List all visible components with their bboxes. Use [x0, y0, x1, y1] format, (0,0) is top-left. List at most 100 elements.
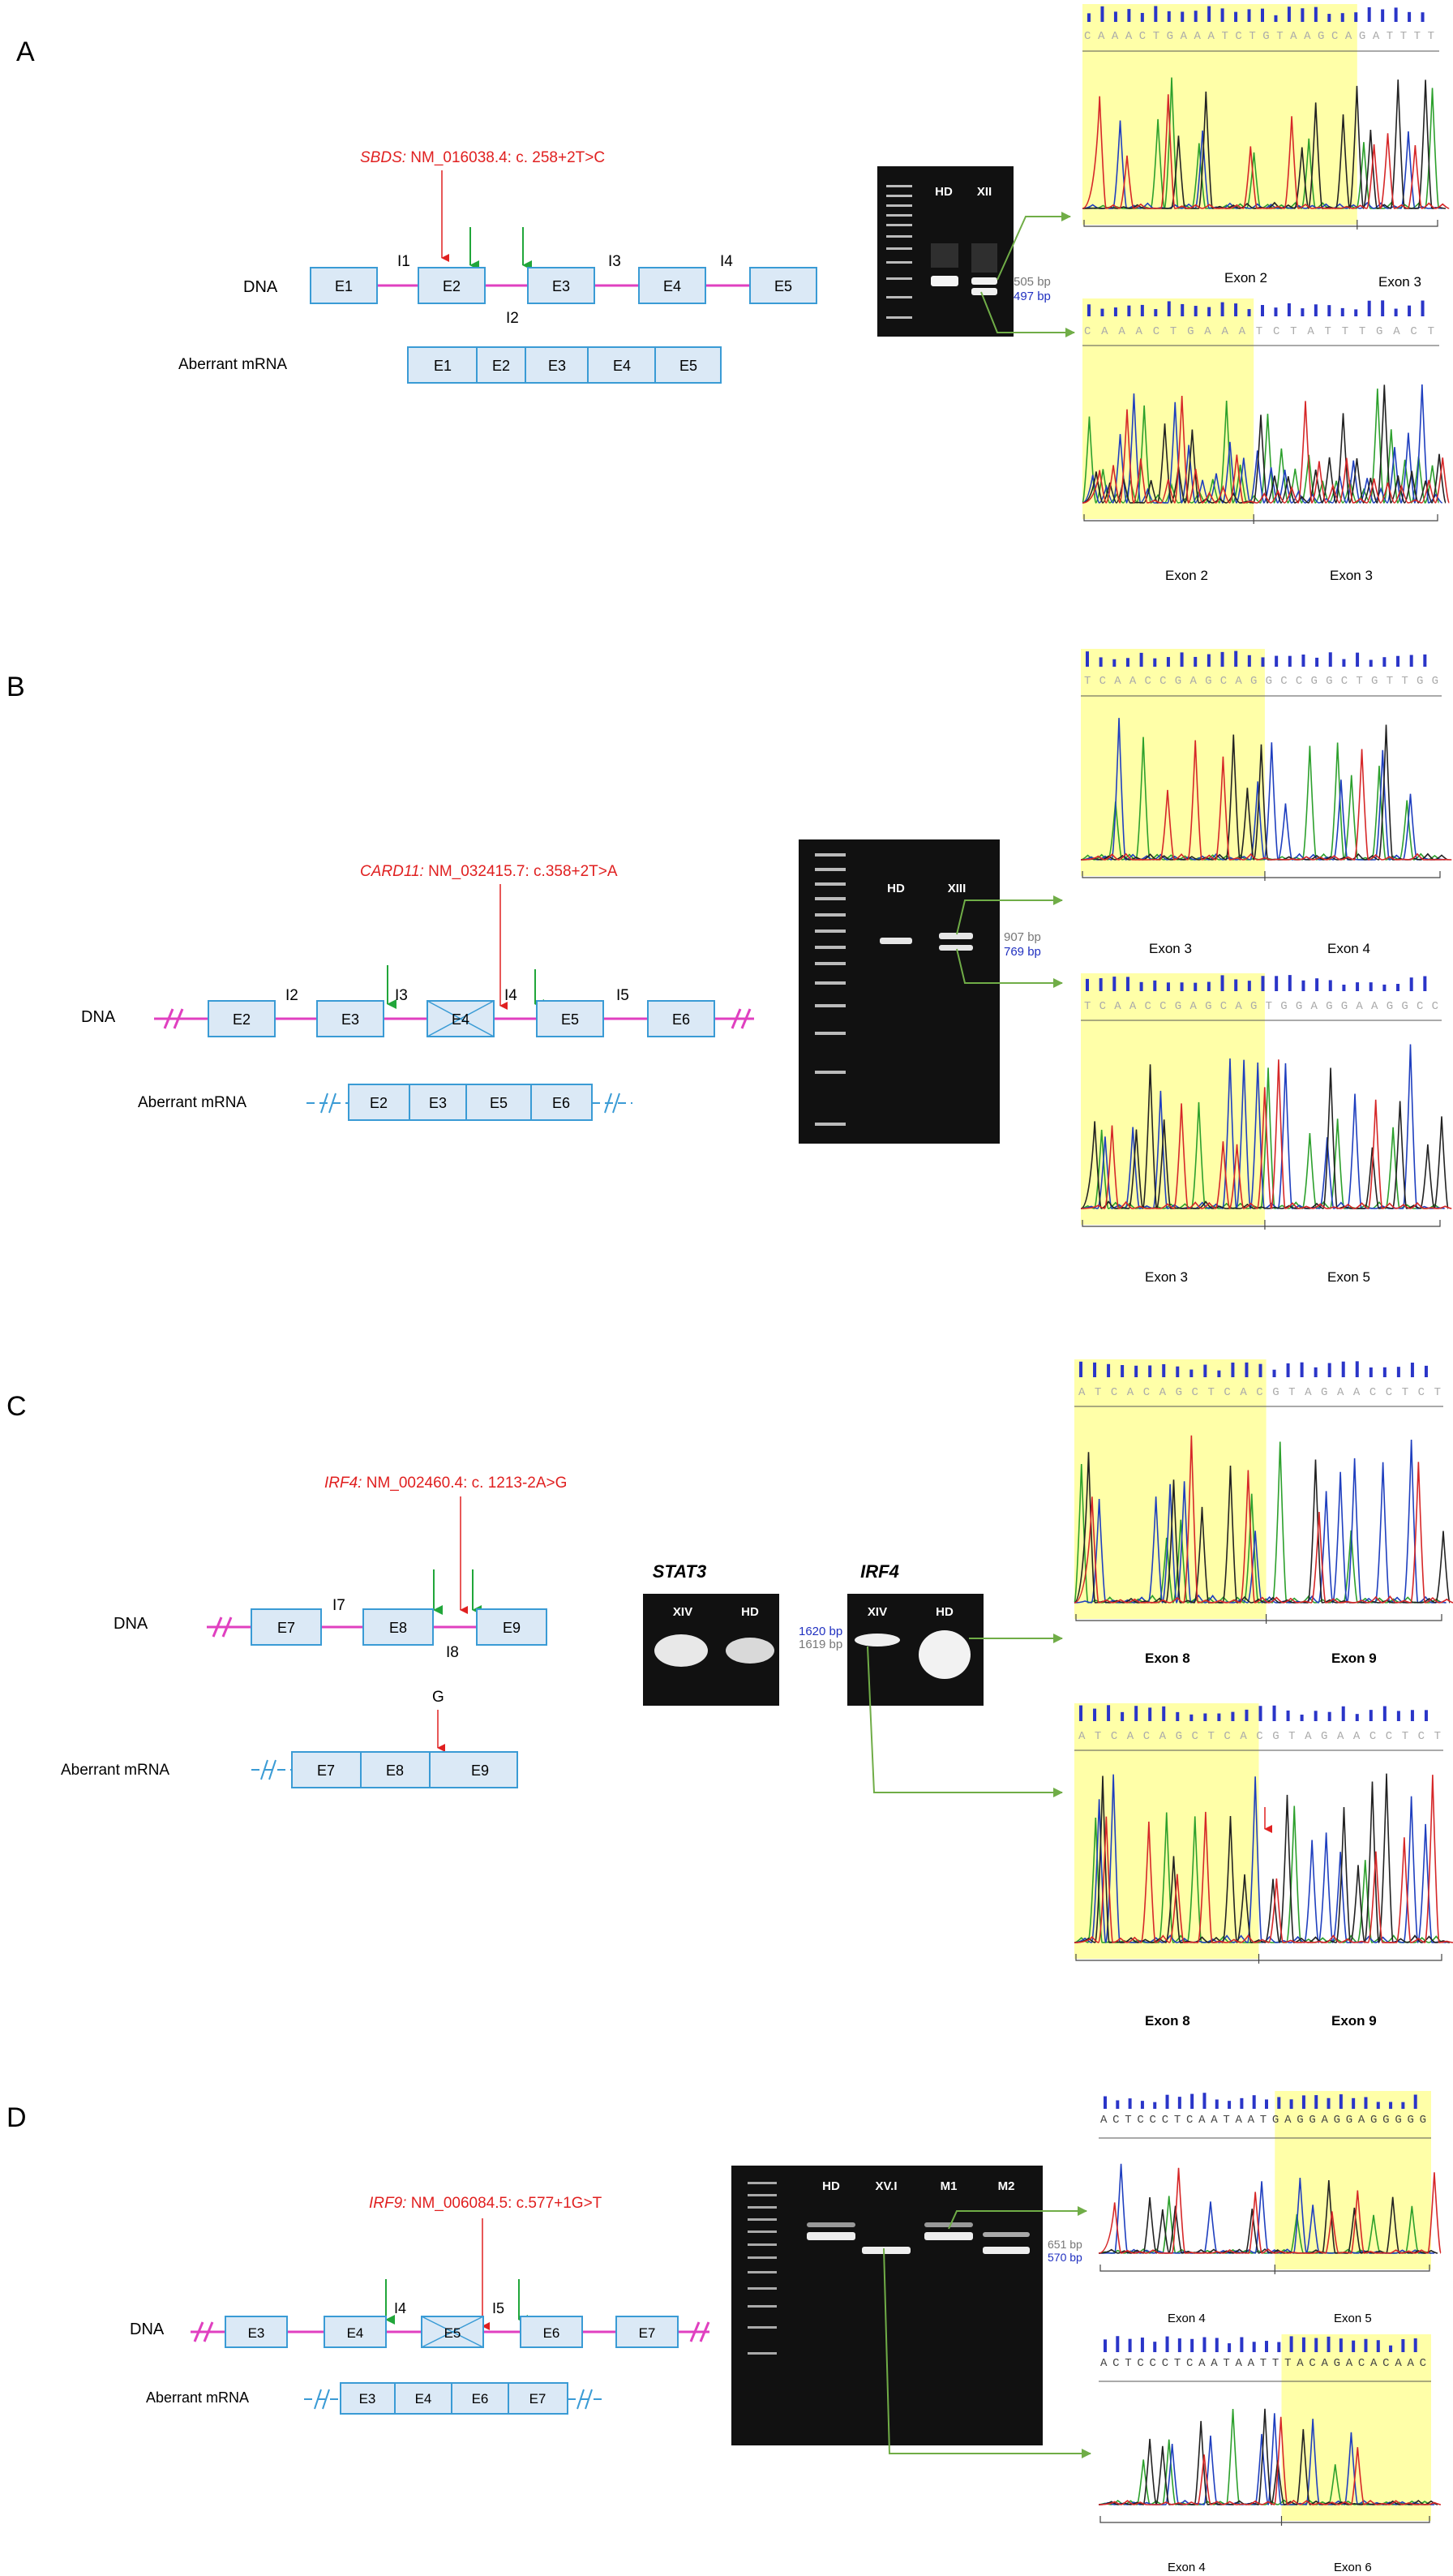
quality-bar — [1220, 651, 1224, 667]
quality-bar — [1207, 307, 1211, 316]
svg-text:HD: HD — [741, 1605, 759, 1619]
quality-bar — [1355, 1714, 1359, 1721]
dna-label: DNA — [243, 278, 278, 296]
exon-box: E1 — [310, 267, 378, 304]
quality-bar — [1340, 13, 1344, 22]
quality-bar — [1409, 977, 1413, 991]
quality-bar — [1265, 2341, 1268, 2352]
svg-text:E4: E4 — [613, 358, 631, 374]
chromatogram: TCAACCGAGCAGGCCGGCTGTTGG — [1080, 649, 1452, 881]
quality-bar — [1410, 1363, 1414, 1377]
quality-bar — [1207, 654, 1211, 667]
exon-box: E6 — [520, 2316, 583, 2348]
quality-bar — [1421, 12, 1425, 22]
quality-bar — [1153, 2102, 1157, 2109]
exon-label: Exon 2 — [1224, 270, 1267, 286]
quality-bar — [1079, 1705, 1082, 1721]
quality-bar — [1194, 11, 1198, 22]
quality-bar — [1277, 2342, 1281, 2352]
highlight-region — [1281, 2334, 1431, 2521]
quality-bar — [1314, 2095, 1318, 2109]
quality-bar — [1247, 655, 1251, 667]
quality-bar — [1207, 6, 1211, 23]
quality-bar — [1289, 2336, 1293, 2352]
quality-bar — [1128, 2338, 1132, 2352]
svg-text:E6: E6 — [672, 1011, 690, 1028]
trace-line — [1082, 389, 1440, 504]
svg-text:XIV: XIV — [868, 1605, 887, 1619]
trace-line — [1098, 2163, 1435, 2254]
exon-label: Exon 3 — [1330, 568, 1373, 583]
exon-box: E3 — [527, 267, 595, 304]
quality-bar — [1100, 308, 1104, 316]
quality-bar — [1424, 1365, 1428, 1377]
quality-bar — [1274, 307, 1278, 316]
quality-bar — [1289, 2099, 1293, 2109]
variant-label: CARD11: NM_032415.7: c.358+2T>A — [360, 863, 618, 880]
quality-bar — [1396, 1711, 1400, 1721]
break-icon — [163, 1008, 184, 1029]
mrna-transcript: E3 E4 E6 E7 — [304, 2382, 604, 2415]
quality-bar — [1099, 978, 1103, 991]
quality-bar — [1139, 652, 1143, 667]
panel-d: D IRF9: NM_006084.5: c.577+1G>T DNA E3 E… — [6, 2091, 1442, 2574]
quality-bar — [1328, 980, 1332, 991]
exon-label: Exon 5 — [1327, 1269, 1370, 1285]
quality-bar — [1087, 13, 1091, 22]
band-size-label: 505 bp — [1014, 275, 1051, 289]
dna-label: DNA — [114, 1615, 148, 1633]
quality-bar — [1165, 2336, 1169, 2352]
exon-box: E9 — [476, 1608, 547, 1646]
quality-bar — [1354, 12, 1358, 22]
quality-bar — [1314, 1367, 1318, 1377]
quality-bar — [1181, 303, 1185, 316]
exon-box: E5 — [536, 1000, 604, 1037]
exon-box: E4 — [638, 267, 706, 304]
exon-box: E3 — [316, 1000, 384, 1037]
quality-bar — [1202, 2337, 1207, 2352]
gel-image: XIV HD — [643, 1594, 779, 1706]
quality-bar — [1342, 659, 1346, 667]
intron-label: I5 — [616, 987, 629, 1004]
quality-bar — [1328, 652, 1332, 667]
exon-bracket — [1099, 2516, 1430, 2523]
chromatogram: TCAACCGAGCAGTGGAGGAAGGCC — [1080, 973, 1452, 1230]
exon-label: Exon 8 — [1145, 1651, 1190, 1666]
quality-bar — [1116, 2100, 1120, 2109]
quality-bar — [1286, 1710, 1290, 1721]
quality-bar — [1252, 2095, 1256, 2109]
chromatogram: ATCACAGCTCACGTAGAACCTCT — [1074, 1359, 1453, 1624]
quality-bar — [1315, 657, 1319, 667]
quality-bar — [1162, 1363, 1166, 1377]
panel-b: B CARD11: NM_032415.7: c.358+2T>A DNA E2… — [6, 649, 1452, 1285]
quality-bar — [1153, 658, 1157, 667]
quality-bar — [1252, 2342, 1256, 2352]
quality-bar — [1167, 11, 1171, 22]
quality-bar — [1369, 659, 1373, 667]
quality-bar — [1382, 1706, 1387, 1721]
chromatogram: CAAACTGAAATCTATTTGACT — [1082, 298, 1451, 524]
intron-label: I2 — [285, 987, 298, 1004]
quality-bar — [1166, 982, 1170, 991]
quality-bar — [1339, 2338, 1343, 2352]
exon-label: Exon 5 — [1334, 2312, 1372, 2325]
quality-bar — [1240, 2337, 1244, 2352]
quality-bar — [1277, 2097, 1281, 2109]
quality-bar — [1176, 1366, 1180, 1377]
break-icon — [212, 1616, 233, 1638]
quality-bar — [1355, 1361, 1359, 1377]
svg-text:HD: HD — [935, 185, 953, 199]
trace-line — [1074, 1773, 1451, 1943]
svg-text:E1: E1 — [434, 358, 452, 374]
svg-text:E5: E5 — [561, 1011, 579, 1028]
connector-arrow — [956, 948, 1063, 988]
quality-bar — [1409, 655, 1413, 667]
chromatogram: ACTCCCTCAATAATTTACAGACACAAC — [1098, 2334, 1441, 2526]
quality-bar — [1369, 982, 1373, 991]
intron-label: I4 — [504, 987, 517, 1004]
quality-bar — [1301, 2095, 1305, 2109]
quality-bar — [1381, 300, 1385, 316]
quality-bar — [1410, 1710, 1414, 1721]
trace-line — [1082, 94, 1450, 209]
svg-text:CAAACTGAAATCTATTTGACT: CAAACTGAAATCTATTTGACT — [1084, 325, 1434, 338]
